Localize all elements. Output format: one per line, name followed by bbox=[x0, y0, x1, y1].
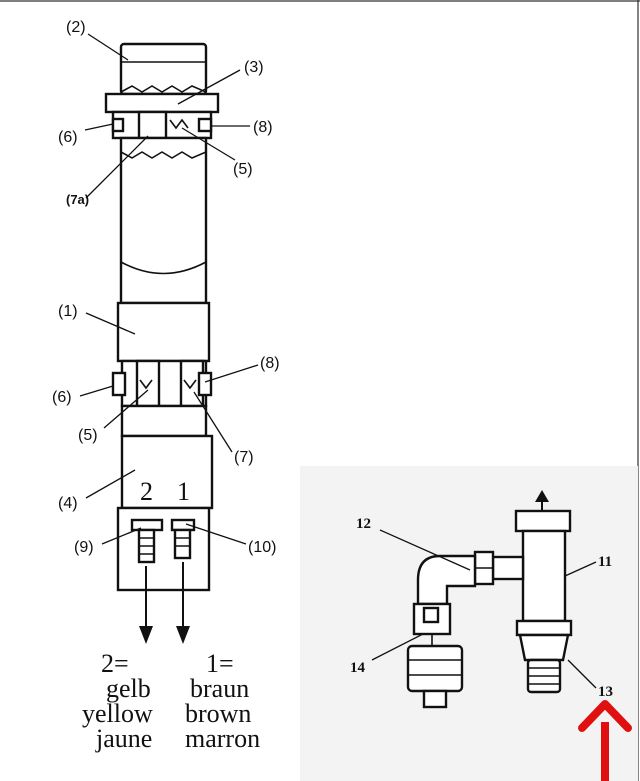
connector-neck bbox=[120, 404, 208, 438]
upper-screw-left bbox=[111, 117, 125, 133]
flow-arrow-head bbox=[535, 490, 549, 502]
sensor-bands bbox=[408, 659, 462, 676]
label-7: (7) bbox=[234, 449, 254, 466]
leader-2 bbox=[87, 33, 129, 61]
label-11: 11 bbox=[598, 554, 612, 570]
sensor-window bbox=[422, 606, 440, 624]
leader-14 bbox=[371, 633, 424, 661]
stud-thread-right bbox=[175, 537, 190, 547]
wire-right-arrowhead bbox=[176, 626, 190, 644]
leader-7a bbox=[85, 135, 149, 199]
wire-left-line-1: 2= bbox=[101, 649, 129, 678]
housing-block bbox=[116, 301, 211, 363]
wire-right-line-3: brown bbox=[185, 699, 251, 728]
leader-6-top bbox=[84, 123, 114, 131]
mid-spring-right bbox=[183, 379, 197, 390]
leader-3 bbox=[177, 69, 241, 105]
red-arrow-head bbox=[578, 700, 632, 732]
label-10: (10) bbox=[248, 539, 276, 556]
mid-spring-left bbox=[139, 379, 153, 390]
label-8-mid: (8) bbox=[260, 355, 280, 372]
label-1: (1) bbox=[58, 303, 78, 320]
terminal-box bbox=[120, 434, 214, 510]
label-4: (4) bbox=[58, 495, 78, 512]
upper-insert bbox=[137, 110, 168, 140]
label-5-top: (5) bbox=[233, 161, 253, 178]
fitting-flange bbox=[515, 619, 573, 637]
terminal-number-left: 2 bbox=[140, 477, 153, 506]
sensor-assembly: (2) (3) (6) (8) (5) (7a) (1) (8) (6) (5)… bbox=[52, 19, 280, 753]
label-14: 14 bbox=[350, 660, 366, 676]
leader-10 bbox=[185, 523, 247, 545]
label-12: 12 bbox=[356, 516, 371, 532]
wire-right-line-2: braun bbox=[190, 674, 249, 703]
wire-left-line-3: yellow bbox=[82, 699, 153, 728]
leader-5-top bbox=[181, 127, 236, 161]
leader-5-mid bbox=[103, 389, 149, 429]
wire-right-line-4: marron bbox=[185, 724, 260, 753]
terminal-number-right: 1 bbox=[177, 477, 190, 506]
wire-left-line-2: gelb bbox=[106, 674, 151, 703]
tee-branch bbox=[491, 555, 525, 581]
terminal-nut-left bbox=[130, 518, 164, 532]
label-6-mid: (6) bbox=[52, 389, 72, 406]
terminal-stud-right bbox=[173, 528, 192, 560]
tube-break bbox=[120, 151, 207, 159]
label-8-top: (8) bbox=[253, 119, 273, 136]
mid-screw-right bbox=[197, 371, 213, 397]
mid-screw-left bbox=[111, 371, 127, 397]
wire-left-arrowhead bbox=[139, 626, 153, 644]
cap-break bbox=[120, 85, 207, 93]
clamp-left-leg bbox=[135, 359, 161, 408]
label-2: (2) bbox=[66, 19, 86, 36]
body-tube bbox=[119, 136, 208, 305]
leader-12 bbox=[379, 529, 471, 571]
leader-8-mid bbox=[204, 364, 259, 383]
wire-right-line-1: 1= bbox=[206, 649, 234, 678]
leader-9 bbox=[101, 527, 142, 545]
leader-4 bbox=[85, 469, 136, 499]
fitting-thread-lines bbox=[528, 667, 560, 685]
sensor-plug bbox=[422, 689, 448, 709]
leader-13 bbox=[567, 659, 597, 689]
upper-spring bbox=[169, 118, 189, 130]
leader-6-mid bbox=[79, 385, 114, 397]
label-5-mid: (5) bbox=[78, 427, 98, 444]
leader-7 bbox=[193, 391, 233, 453]
label-9: (9) bbox=[74, 539, 94, 556]
label-3: (3) bbox=[244, 59, 264, 76]
label-13: 13 bbox=[598, 684, 613, 700]
elbow bbox=[416, 554, 477, 606]
tee-body bbox=[521, 529, 567, 623]
sensor-body bbox=[406, 644, 464, 693]
inset-background bbox=[300, 466, 638, 781]
upper-screw-right bbox=[197, 117, 213, 133]
fitting-assembly: 12 11 14 13 bbox=[300, 466, 638, 781]
label-7a: (7a) bbox=[66, 192, 89, 207]
stud-thread-left bbox=[139, 537, 154, 555]
wire-left-line-4: jaune bbox=[95, 724, 152, 753]
fitting-hex bbox=[518, 633, 570, 662]
label-6-top: (6) bbox=[58, 129, 78, 146]
leader-1 bbox=[85, 312, 136, 335]
tee-top-cap bbox=[514, 509, 572, 533]
nut-band bbox=[104, 92, 220, 114]
leader-11 bbox=[564, 561, 597, 577]
tube-curve bbox=[120, 261, 207, 275]
